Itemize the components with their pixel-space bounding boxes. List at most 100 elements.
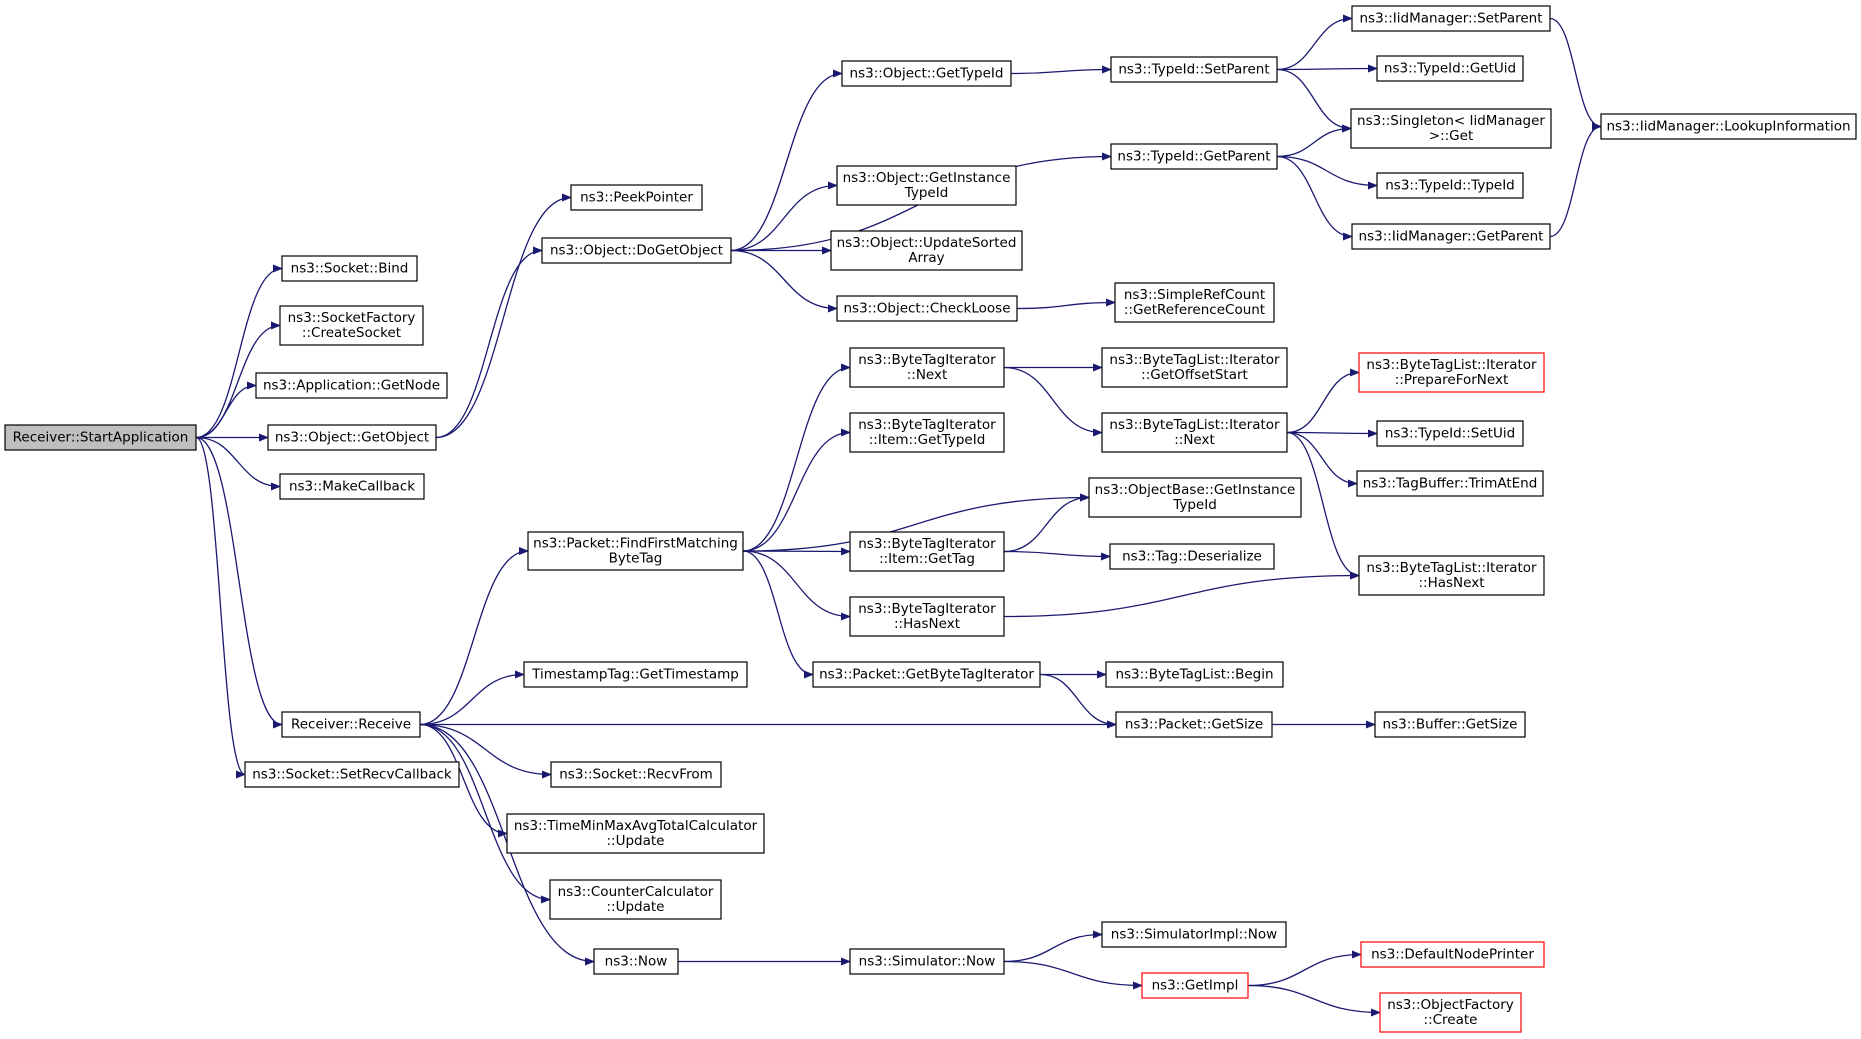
edge-obj_checkloose-to-simplerefcount: [1016, 298, 1116, 310]
node-app-getnode[interactable]: ns3::Application::GetNode: [255, 372, 448, 399]
node-simimpl-now[interactable]: ns3::SimulatorImpl::Now: [1101, 921, 1287, 948]
node-tag-deserialize[interactable]: ns3::Tag::Deserialize: [1109, 543, 1275, 570]
node-box: [849, 412, 1005, 453]
node-buffer-getsize[interactable]: ns3::Buffer::GetSize: [1374, 711, 1526, 738]
node-receiver-receive[interactable]: Receiver::Receive: [281, 711, 421, 738]
edge-receiver_receive-to-timeminmax_update: [419, 723, 508, 838]
node-socketfactory-create[interactable]: ns3::SocketFactory::CreateSocket: [279, 305, 424, 346]
node-box: [1376, 55, 1524, 82]
node-socket-setrecv[interactable]: ns3::Socket::SetRecvCallback: [244, 761, 460, 788]
node-tagbuffer-trim[interactable]: ns3::TagBuffer::TrimAtEnd: [1356, 470, 1544, 497]
node-typeid-getuid[interactable]: ns3::TypeId::GetUid: [1376, 55, 1524, 82]
node-label: ns3::Object::CheckLoose: [843, 301, 1010, 317]
node-box: [523, 661, 748, 688]
node-label: ns3::TypeId::SetParent: [1118, 62, 1269, 78]
node-box: [849, 531, 1005, 572]
node-box: [1376, 420, 1524, 447]
edge-typeid_setparent-to-singleton_get: [1276, 68, 1352, 133]
node-box: [549, 879, 722, 920]
node-bti-hasnext[interactable]: ns3::ByteTagIterator::HasNext: [849, 596, 1005, 637]
node-timestamp-get[interactable]: TimestampTag::GetTimestamp: [523, 661, 748, 688]
edge-typeid_getparent-to-iid_getparent: [1276, 155, 1353, 241]
node-label: ByteTag: [609, 551, 663, 567]
node-label: ns3::SocketFactory: [288, 310, 416, 326]
node-label: ns3::DefaultNodePrinter: [1371, 947, 1534, 963]
edge-obj_gettypeid-to-typeid_setparent: [1010, 65, 1112, 75]
node-socket-recvfrom[interactable]: ns3::Socket::RecvFrom: [550, 761, 722, 788]
node-label: ns3::TypeId::SetUid: [1385, 426, 1515, 442]
node-simplerefcount[interactable]: ns3::SimpleRefCount::GetReferenceCount: [1114, 282, 1275, 323]
node-typeid-getparent[interactable]: ns3::TypeId::GetParent: [1110, 143, 1278, 170]
node-timeminmax-update[interactable]: ns3::TimeMinMaxAvgTotalCalculator::Updat…: [506, 813, 765, 854]
node-counter-update[interactable]: ns3::CounterCalculator::Update: [549, 879, 722, 920]
node-pkt-getsize[interactable]: ns3::Packet::GetSize: [1115, 711, 1273, 738]
node-obj-gettypeid[interactable]: ns3::Object::GetTypeId: [841, 60, 1012, 87]
node-box: [1356, 470, 1544, 497]
node-label: ns3::SimpleRefCount: [1124, 287, 1265, 303]
node-peekpointer[interactable]: ns3::PeekPointer: [570, 184, 703, 211]
node-label: ns3::IidManager::SetParent: [1360, 11, 1543, 27]
node-btl-iter-prepare[interactable]: ns3::ByteTagList::Iterator::PrepareForNe…: [1358, 352, 1545, 393]
node-box: [836, 295, 1018, 322]
node-box: [1350, 108, 1552, 149]
node-box: [1358, 352, 1545, 393]
node-label: >::Get: [1429, 128, 1473, 144]
node-ns3-now[interactable]: ns3::Now: [593, 948, 679, 975]
edge-typeid_getparent-to-typeid_typeid: [1276, 155, 1378, 190]
node-label: ns3::Socket::Bind: [291, 261, 409, 277]
node-label: ns3::Object::GetTypeId: [850, 66, 1004, 82]
node-obj-checkloose[interactable]: ns3::Object::CheckLoose: [836, 295, 1018, 322]
node-typeid-setuid[interactable]: ns3::TypeId::SetUid: [1376, 420, 1524, 447]
node-defaultnodeprinter[interactable]: ns3::DefaultNodePrinter: [1360, 941, 1545, 968]
node-label: ::Item::GetTag: [879, 551, 975, 567]
node-iid-getparent[interactable]: ns3::IidManager::GetParent: [1351, 223, 1551, 250]
node-btl-begin[interactable]: ns3::ByteTagList::Begin: [1105, 661, 1284, 688]
node-iid-lookup[interactable]: ns3::IidManager::LookupInformation: [1600, 113, 1857, 140]
node-pkt-getbytetagiter[interactable]: ns3::Packet::GetByteTagIterator: [812, 661, 1041, 688]
node-typeid-setparent[interactable]: ns3::TypeId::SetParent: [1110, 56, 1278, 83]
node-box: [1141, 972, 1249, 999]
node-simulator-now[interactable]: ns3::Simulator::Now: [849, 948, 1005, 975]
node-bti-item-gettypeid[interactable]: ns3::ByteTagIterator::Item::GetTypeId: [849, 412, 1005, 453]
edge-bti_next-to-btl_iter_next: [1003, 366, 1103, 437]
node-getimpl[interactable]: ns3::GetImpl: [1141, 972, 1249, 999]
node-makecallback[interactable]: ns3::MakeCallback: [279, 473, 425, 500]
node-box: [1351, 5, 1551, 32]
node-box: [1360, 941, 1545, 968]
node-box: [1101, 347, 1288, 388]
node-label: ns3::ObjectBase::GetInstance: [1095, 482, 1296, 498]
edge-pkt_findfirst-to-bti_item_gettag: [742, 547, 851, 556]
node-singleton-get[interactable]: ns3::Singleton< IidManager >::Get: [1350, 108, 1552, 149]
node-bti-next[interactable]: ns3::ByteTagIterator::Next: [849, 347, 1005, 388]
node-box: [1110, 56, 1278, 83]
node-iid-setparent[interactable]: ns3::IidManager::SetParent: [1351, 5, 1551, 32]
edge-receiver_receive-to-timestamp_get: [419, 670, 525, 726]
node-btl-iter-next[interactable]: ns3::ByteTagList::Iterator::Next: [1101, 412, 1288, 453]
node-label: ns3::ByteTagList::Iterator: [1366, 357, 1537, 373]
node-obj-getobject[interactable]: ns3::Object::GetObject: [267, 424, 437, 451]
node-box: [1374, 711, 1526, 738]
node-box: [279, 473, 425, 500]
node-btl-iter-hasnext[interactable]: ns3::ByteTagList::Iterator::HasNext: [1358, 555, 1545, 596]
node-box: [1101, 921, 1287, 948]
node-label: ::HasNext: [894, 616, 960, 632]
node-label: ns3::ByteTagList::Iterator: [1109, 417, 1280, 433]
edge-obj_dogetobject-to-obj_gettypeid: [730, 69, 843, 252]
node-label: ::PrepareForNext: [1395, 372, 1509, 388]
node-label: ::Next: [907, 367, 948, 383]
node-bti-item-gettag[interactable]: ns3::ByteTagIterator::Item::GetTag: [849, 531, 1005, 572]
node-objfactory-create[interactable]: ns3::ObjectFactory::Create: [1379, 992, 1522, 1033]
edge-start_app-to-makecallback: [195, 436, 281, 491]
node-label: TimestampTag::GetTimestamp: [531, 667, 739, 683]
node-socket-bind[interactable]: ns3::Socket::Bind: [281, 255, 418, 282]
node-typeid-typeid[interactable]: ns3::TypeId::TypeId: [1376, 172, 1524, 199]
node-label: ::GetOffsetStart: [1141, 367, 1248, 383]
edge-typeid_getparent-to-singleton_get: [1276, 124, 1352, 158]
node-btl-iter-getoffset[interactable]: ns3::ByteTagList::Iterator::GetOffsetSta…: [1101, 347, 1288, 388]
node-start-app[interactable]: Receiver::StartApplication: [4, 424, 197, 451]
node-obj-dogetobject[interactable]: ns3::Object::DoGetObject: [541, 237, 732, 264]
